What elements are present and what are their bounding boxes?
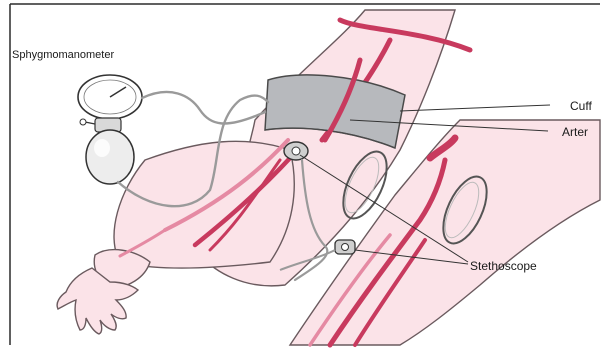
label-cuff: Cuff xyxy=(570,99,592,113)
label-sphygmomanometer: Sphygmomanometer xyxy=(12,49,114,61)
bulb xyxy=(86,130,134,184)
label-stethoscope: Stethoscope xyxy=(470,259,537,273)
label-artery: Arter xyxy=(562,125,588,139)
